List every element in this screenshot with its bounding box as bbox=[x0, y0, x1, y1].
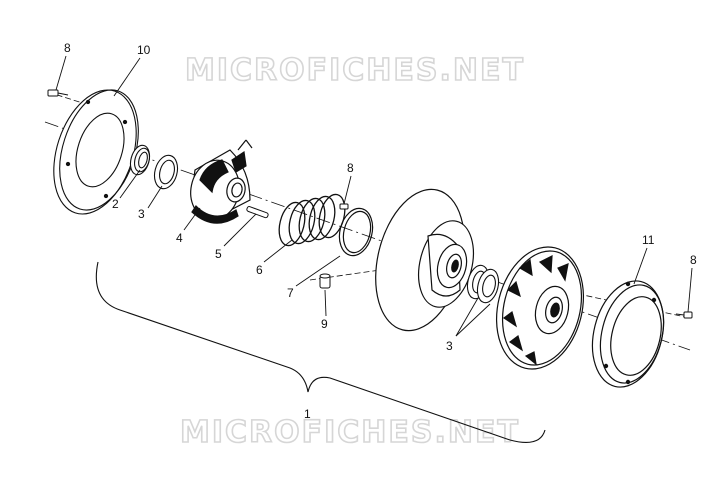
leader-lines bbox=[55, 55, 693, 337]
bearing-rings-right bbox=[466, 264, 500, 304]
assembly-axis bbox=[44, 91, 691, 351]
moveable-sheave bbox=[375, 188, 474, 332]
snap-ring bbox=[338, 207, 374, 257]
assembly-bracket bbox=[95, 261, 546, 443]
spacer-ring-left bbox=[153, 154, 179, 190]
spring bbox=[278, 193, 346, 247]
callout-11: 11 bbox=[642, 233, 655, 247]
cam-spider bbox=[190, 139, 253, 224]
callout-2: 2 bbox=[112, 197, 119, 211]
outer-cover bbox=[591, 280, 665, 388]
callout-8-top-left: 8 bbox=[64, 41, 71, 55]
screw-middle bbox=[339, 203, 349, 210]
cover-plate bbox=[53, 89, 139, 215]
watermark-bottom: MICROFICHES.NET bbox=[180, 415, 520, 450]
screw-top-left bbox=[47, 89, 69, 97]
watermark-top: MICROFICHES.NET bbox=[185, 53, 525, 88]
fixed-sheave-fan bbox=[495, 246, 585, 370]
callout-3-right: 3 bbox=[446, 339, 453, 353]
callout-7: 7 bbox=[287, 286, 294, 300]
callout-6: 6 bbox=[256, 263, 263, 277]
callout-10: 10 bbox=[137, 43, 151, 57]
callout-8-right: 8 bbox=[690, 253, 697, 267]
callout-9: 9 bbox=[321, 317, 328, 331]
bushing bbox=[319, 273, 331, 289]
callout-8-middle: 8 bbox=[347, 161, 354, 175]
callout-1: 1 bbox=[304, 407, 311, 421]
callout-5: 5 bbox=[215, 247, 222, 261]
callout-4: 4 bbox=[176, 231, 183, 245]
screw-right bbox=[675, 311, 693, 319]
roll-pin bbox=[246, 206, 269, 219]
callout-3-left: 3 bbox=[138, 207, 145, 221]
bearing-ring bbox=[129, 144, 151, 176]
